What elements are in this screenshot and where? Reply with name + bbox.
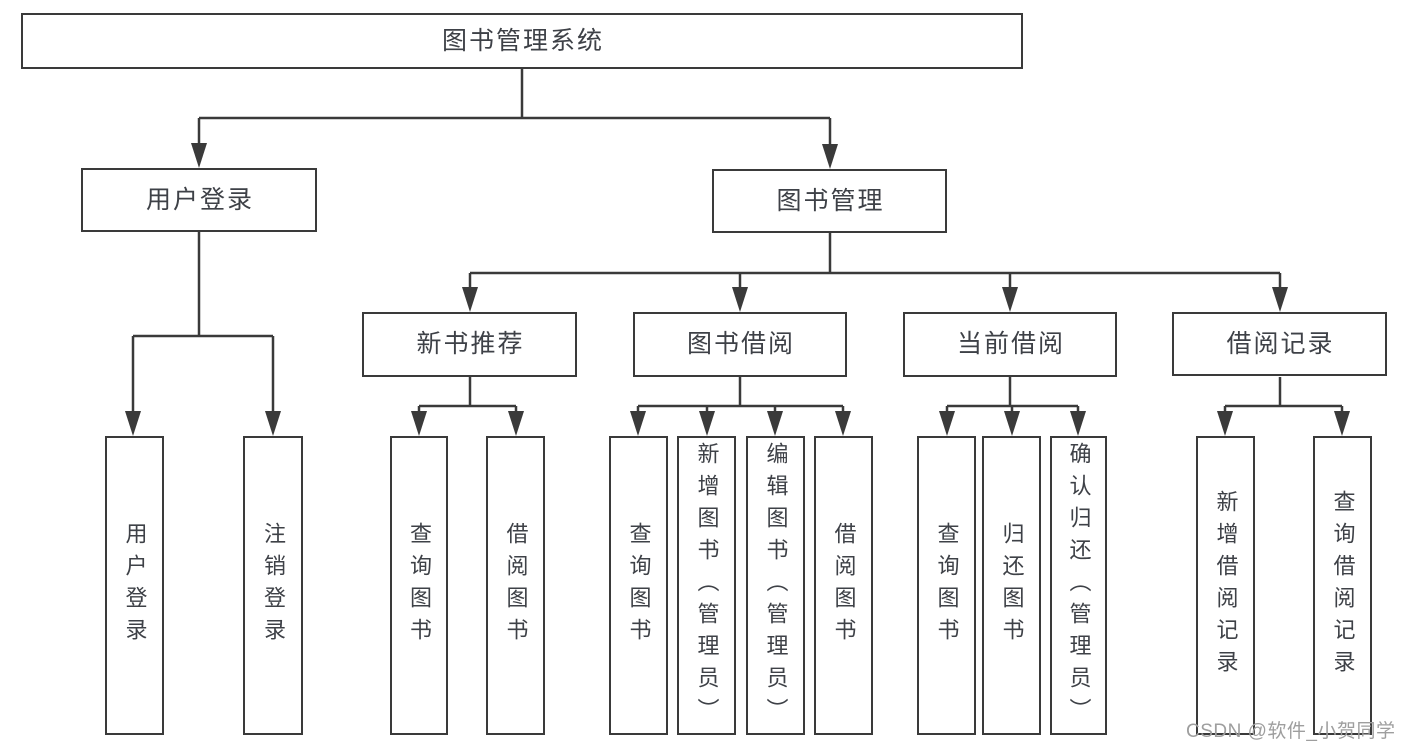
node-v-add-book: 新增图书（管理员） <box>677 436 736 735</box>
node-label: 借阅图书 <box>831 521 857 650</box>
node-label: 用户登录 <box>145 185 254 214</box>
arrowhead-down-icon <box>822 144 838 169</box>
arrowhead-down-icon <box>411 411 427 436</box>
node-v-query-book-1: 查询图书 <box>390 436 448 735</box>
node-label: 查询借阅记录 <box>1330 489 1356 682</box>
node-label: 查询图书 <box>934 521 960 650</box>
node-new-book-rec: 新书推荐 <box>362 312 577 377</box>
node-label: 借阅图书 <box>503 521 529 650</box>
node-v-borrow-book-2: 借阅图书 <box>814 436 873 735</box>
node-label: 查询图书 <box>626 521 652 650</box>
arrowhead-down-icon <box>767 411 783 436</box>
node-v-borrow-book-1: 借阅图书 <box>486 436 545 735</box>
node-label: 图书管理系统 <box>441 26 604 55</box>
node-label: 新增借阅记录 <box>1213 489 1239 682</box>
arrowhead-down-icon <box>939 411 955 436</box>
node-label: 用户登录 <box>122 521 148 650</box>
arrowhead-down-icon <box>508 411 524 436</box>
node-label: 借阅记录 <box>1226 329 1335 358</box>
node-label: 归还图书 <box>999 521 1025 650</box>
node-v-query-book-2: 查询图书 <box>609 436 668 735</box>
arrowhead-down-icon <box>462 287 478 312</box>
node-current-borrow: 当前借阅 <box>903 312 1117 377</box>
node-label: 确认归还（管理员） <box>1066 441 1092 730</box>
arrowhead-down-icon <box>1002 287 1018 312</box>
node-root: 图书管理系统 <box>21 13 1023 69</box>
arrowhead-down-icon <box>1004 411 1020 436</box>
arrowhead-down-icon <box>1070 411 1086 436</box>
arrowhead-down-icon <box>699 411 715 436</box>
node-v-query-record: 查询借阅记录 <box>1313 436 1372 735</box>
node-borrow-record: 借阅记录 <box>1172 312 1387 376</box>
node-label: 查询图书 <box>407 521 432 650</box>
node-label: 图书管理 <box>776 186 885 215</box>
node-book-borrow: 图书借阅 <box>633 312 847 377</box>
watermark-text: CSDN @软件_小贺同学 <box>1186 721 1396 742</box>
arrowhead-down-icon <box>1272 287 1288 312</box>
node-book-mgmt: 图书管理 <box>712 169 947 233</box>
node-v-add-record: 新增借阅记录 <box>1196 436 1255 735</box>
node-label: 注销登录 <box>261 521 286 650</box>
arrowhead-down-icon <box>125 411 141 436</box>
node-v-return-book: 归还图书 <box>982 436 1041 735</box>
arrowhead-down-icon <box>1334 411 1350 436</box>
node-label: 编辑图书（管理员） <box>763 441 789 730</box>
node-v-edit-book: 编辑图书（管理员） <box>746 436 805 735</box>
node-label: 新增图书（管理员） <box>694 441 720 730</box>
node-v-logout: 注销登录 <box>243 436 303 735</box>
node-user-login: 用户登录 <box>81 168 317 232</box>
node-v-confirm-return: 确认归还（管理员） <box>1050 436 1107 735</box>
arrowhead-down-icon <box>1217 411 1233 436</box>
node-v-query-book-3: 查询图书 <box>917 436 976 735</box>
node-label: 新书推荐 <box>416 330 525 358</box>
node-v-user-login: 用户登录 <box>105 436 164 735</box>
node-label: 当前借阅 <box>956 330 1065 358</box>
arrowhead-down-icon <box>191 143 207 168</box>
arrowhead-down-icon <box>732 287 748 312</box>
arrowhead-down-icon <box>835 411 851 436</box>
node-label: 图书借阅 <box>686 330 795 358</box>
arrowhead-down-icon <box>630 411 646 436</box>
arrowhead-down-icon <box>265 411 281 436</box>
